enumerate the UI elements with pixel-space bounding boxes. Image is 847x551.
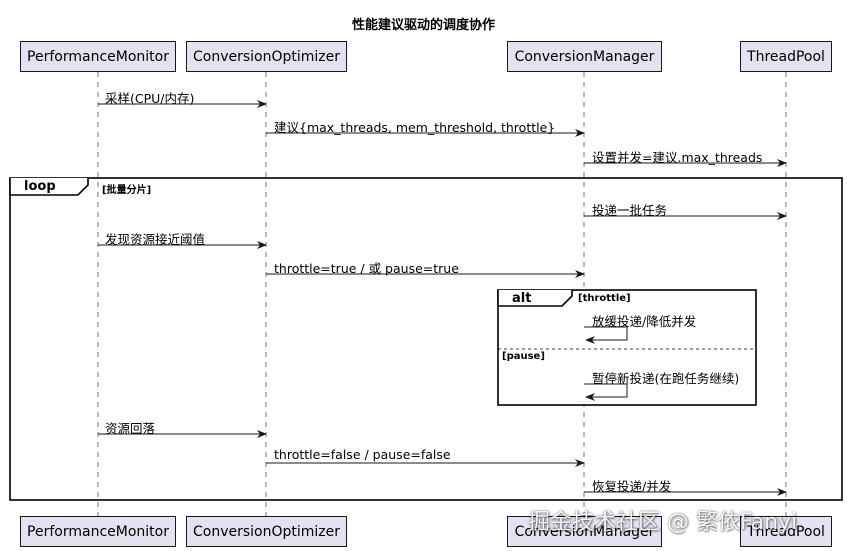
loop-frame [9, 177, 843, 501]
diagram-title: 性能建议驱动的调度协作 [351, 18, 495, 33]
message-recommendation: 建议{max_threads, mem_threshold, throttle} [274, 120, 556, 135]
message-resume-submission: 恢复投递/并发 [592, 479, 672, 494]
message-submit-batch: 投递一批任务 [592, 203, 668, 218]
participant-conversion-optimizer-top: ConversionOptimizer [186, 41, 347, 72]
loop-keyword: loop [24, 179, 56, 194]
loop-guard: [批量分片] [102, 185, 152, 196]
message-set-concurrency: 设置并发=建议.max_threads [592, 150, 763, 165]
message-throttle-or-pause: throttle=true / 或 pause=true [274, 261, 459, 276]
arrow-m8-self [584, 383, 628, 401]
participant-performance-monitor-bottom: PerformanceMonitor [20, 516, 176, 547]
participant-thread-pool-top: ThreadPool [740, 41, 832, 72]
loop-tab [9, 178, 89, 196]
message-sample-cpu-memory: 采样(CPU/内存) [105, 91, 195, 106]
alt-guard-throttle: [throttle] [578, 293, 631, 304]
message-slow-down: 放缓投递/降低并发 [592, 314, 697, 329]
message-resources-recovered: 资源回落 [105, 421, 156, 436]
watermark: 掘金技术社区 @ 繁依Fanyi [528, 510, 798, 535]
participant-conversion-manager-bottom: ConversionManager [507, 516, 662, 547]
participant-conversion-manager-top: ConversionManager [507, 41, 662, 72]
message-near-threshold: 发现资源接近阈值 [105, 232, 206, 247]
participant-thread-pool-bottom: ThreadPool [740, 516, 832, 547]
alt-guard-pause: [pause] [502, 351, 545, 362]
participant-conversion-optimizer-bottom: ConversionOptimizer [186, 516, 347, 547]
participant-performance-monitor-top: PerformanceMonitor [20, 41, 176, 72]
message-pause-new-submissions: 暂停新投递(在跑任务继续) [592, 371, 740, 386]
message-resume-flags: throttle=false / pause=false [274, 447, 451, 462]
alt-tab [497, 290, 573, 307]
alt-keyword: alt [512, 291, 532, 306]
arrow-m7-self [584, 326, 628, 344]
